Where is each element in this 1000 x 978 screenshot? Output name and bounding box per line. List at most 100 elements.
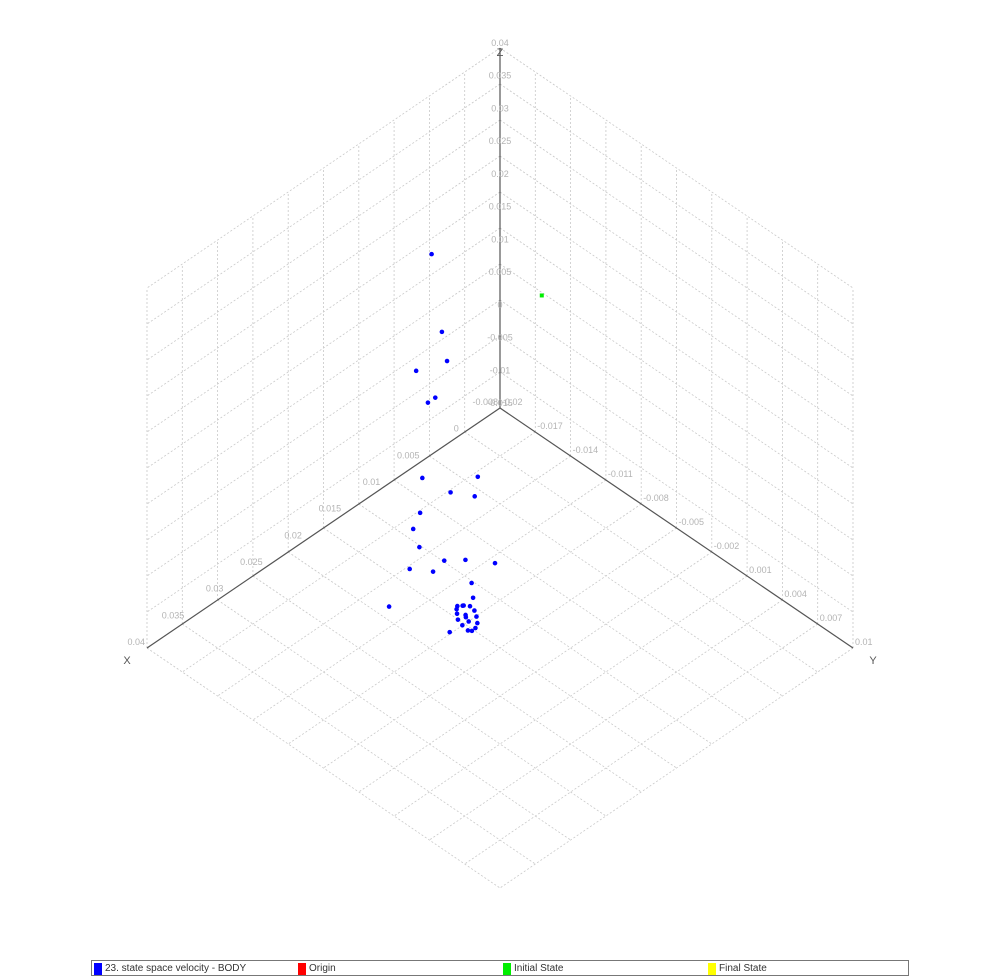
data-point xyxy=(425,400,431,405)
tick-label-z: 0.035 xyxy=(489,71,512,81)
legend-swatch-velocity xyxy=(94,962,102,975)
tick-label-y: -0.02 xyxy=(502,397,523,407)
tick-label-z: -0.005 xyxy=(487,333,513,343)
legend-item-origin: Origin xyxy=(298,962,336,975)
tick-label-x: 0 xyxy=(454,424,459,434)
grid-line-wall-yz xyxy=(499,191,854,433)
data-point xyxy=(475,620,480,626)
data-point xyxy=(463,557,468,563)
data-point xyxy=(454,611,460,617)
legend-label: Initial State xyxy=(514,963,564,974)
tick-label-y: 0.001 xyxy=(749,565,772,575)
tick-label-z: 0.02 xyxy=(491,169,509,179)
grid-line-floor xyxy=(464,623,818,865)
legend-swatch-initial xyxy=(503,962,511,975)
data-point xyxy=(420,475,425,481)
grid-line-floor xyxy=(182,431,536,673)
tick-label-y: -0.008 xyxy=(643,493,669,503)
grid-line-floor xyxy=(182,623,536,865)
grid-line-wall-yz xyxy=(499,119,854,361)
tick-label-x: 0.035 xyxy=(162,610,185,620)
grid-line-floor xyxy=(217,599,571,841)
tick-label-x: 0.015 xyxy=(319,504,342,514)
grid-line-floor xyxy=(252,575,607,817)
data-point xyxy=(472,608,477,613)
grid-line-floor xyxy=(287,551,642,793)
data-point xyxy=(429,251,434,257)
grid-line-floor xyxy=(393,575,748,817)
data-point xyxy=(460,603,465,608)
data-point xyxy=(469,580,474,586)
grid-line-floor xyxy=(358,551,713,793)
tick-label-x: -0.008 xyxy=(472,397,498,407)
legend-label: 23. state space velocity - BODY xyxy=(105,963,247,974)
tick-label-x: 0.04 xyxy=(127,637,145,647)
grid-line-wall-xz xyxy=(146,47,501,289)
data-point xyxy=(473,625,478,631)
tick-label-x: 0.03 xyxy=(206,584,224,594)
grid-line-wall-xz xyxy=(146,155,501,397)
grid-layer xyxy=(146,47,854,889)
legend: 23. state space velocity - BODY Origin I… xyxy=(91,960,909,976)
tick-label-z: 0.01 xyxy=(491,234,509,244)
grid-line-wall-yz xyxy=(499,47,854,289)
data-point xyxy=(441,558,447,563)
data-point xyxy=(455,617,461,622)
grid-line-floor xyxy=(429,599,783,841)
tick-label-z: 0.03 xyxy=(491,103,509,113)
data-point xyxy=(448,490,453,495)
tick-label-y: 0.007 xyxy=(820,613,843,623)
tick-label-z: -0.015 xyxy=(487,398,513,408)
data-point xyxy=(444,358,450,364)
tick-label-z: 0.005 xyxy=(489,267,512,277)
tick-label-x: 0.02 xyxy=(284,530,302,540)
data-point xyxy=(463,614,469,620)
data-point xyxy=(470,595,476,601)
legend-item-velocity-body: 23. state space velocity - BODY xyxy=(94,962,246,975)
grid-line-wall-yz xyxy=(499,227,854,469)
grid-line-floor xyxy=(464,431,818,673)
data-point xyxy=(417,510,423,516)
grid-line-wall-yz xyxy=(499,83,854,325)
data-point xyxy=(472,494,478,499)
tick-label-y: 0.01 xyxy=(855,637,873,647)
axis-label-x: X xyxy=(123,655,131,667)
grid-line-floor xyxy=(287,503,642,745)
tick-layer: -0.015 -0.01 -0.005 0 0.005 0.01 0.015 0.02 0.02… xyxy=(123,38,877,667)
tick-label-y: -0.014 xyxy=(573,445,599,455)
data-point xyxy=(466,619,471,624)
legend-item-final-state: Final State xyxy=(708,962,767,975)
tick-label-x: 0.01 xyxy=(363,477,381,487)
y-axis-line xyxy=(499,407,854,649)
data-point xyxy=(430,569,436,574)
grid-line-wall-xz xyxy=(146,83,501,325)
point-layer xyxy=(386,251,544,635)
data-point xyxy=(413,368,419,374)
data-point xyxy=(432,395,438,400)
grid-line-floor xyxy=(499,647,854,889)
tick-label-z: 0.015 xyxy=(489,202,512,212)
tick-label-y: -0.017 xyxy=(537,421,563,431)
tick-label-z: -0.01 xyxy=(490,365,511,375)
data-point xyxy=(474,614,479,619)
tick-label-y: -0.011 xyxy=(608,469,633,479)
data-point xyxy=(386,604,392,609)
data-point xyxy=(410,526,416,532)
tick-label-y: -0.005 xyxy=(679,517,705,527)
axis-layer xyxy=(146,48,854,649)
tick-label-z: 0.04 xyxy=(491,38,509,48)
tick-label-x: 0.025 xyxy=(240,557,263,567)
data-point xyxy=(465,628,471,633)
legend-item-initial-state: Initial State xyxy=(503,962,563,975)
tick-label-z: 0.025 xyxy=(489,136,512,146)
x-axis-line xyxy=(146,407,501,649)
data-point xyxy=(407,566,412,572)
legend-swatch-origin xyxy=(298,962,306,975)
tick-label-y: 0.004 xyxy=(784,589,807,599)
grid-line-wall-yz xyxy=(499,155,854,397)
data-point xyxy=(447,629,452,635)
tick-label-y: -0.002 xyxy=(714,541,740,551)
3d-scatter-plot: -0.015 -0.01 -0.005 0 0.005 0.01 0.015 0.02 0.02… xyxy=(123,38,877,889)
data-point xyxy=(492,560,498,566)
grid-line-floor xyxy=(146,647,501,889)
